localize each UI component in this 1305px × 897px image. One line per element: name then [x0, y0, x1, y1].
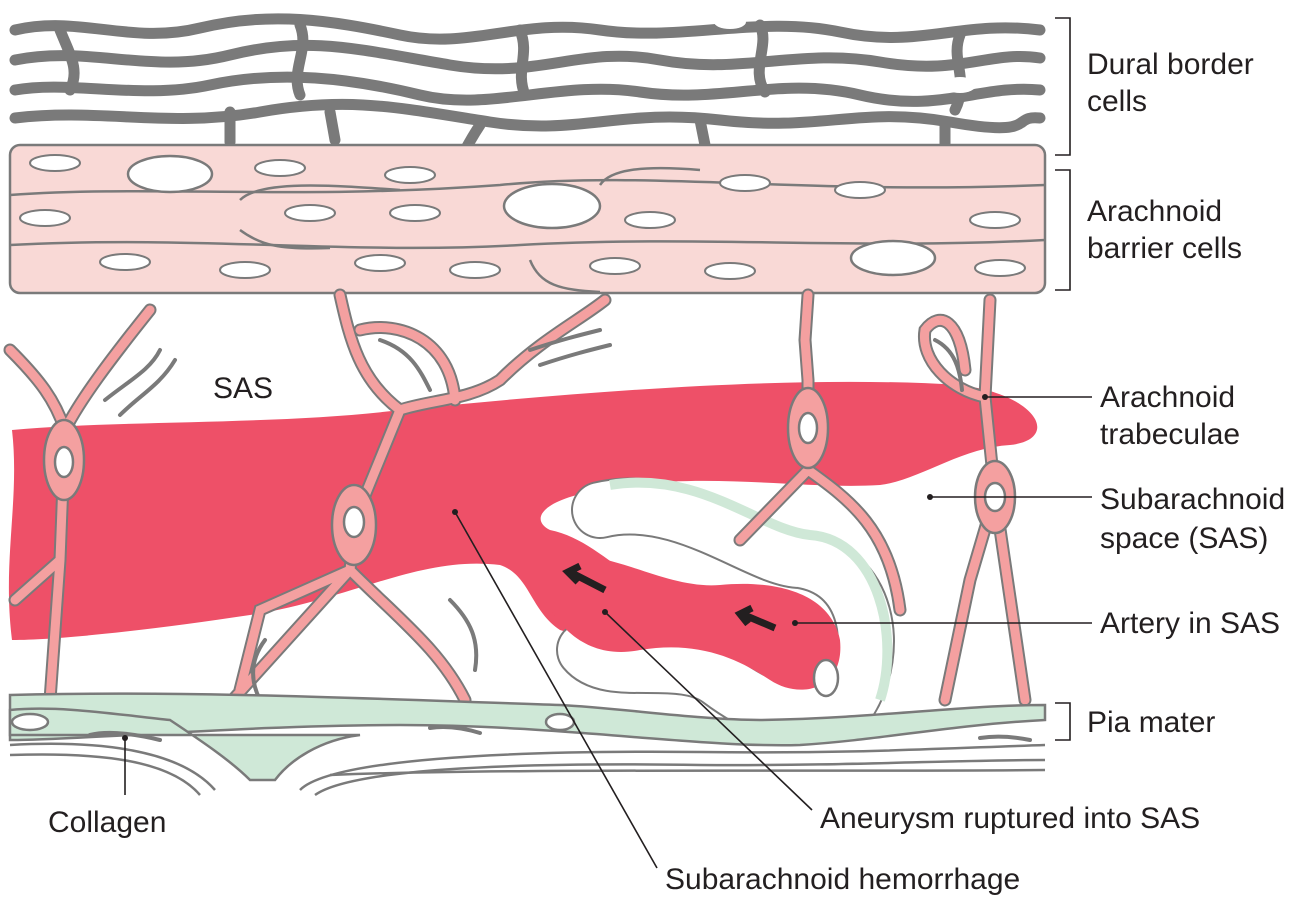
label-sas: SAS [213, 372, 273, 405]
leader-lines [122, 394, 1092, 869]
label-pia: Pia mater [1087, 706, 1215, 739]
arachnoid-bracket [1055, 169, 1071, 291]
label-dural-border-1: Dural border [1087, 48, 1254, 81]
label-hemorrhage: Subarachnoid hemorrhage [665, 863, 1020, 896]
dural-bracket [1055, 17, 1071, 156]
label-trabeculae-1: Arachnoid [1100, 381, 1235, 414]
label-subarachnoid-2: space (SAS) [1100, 522, 1268, 555]
label-subarachnoid-1: Subarachnoid [1100, 483, 1285, 516]
label-trabeculae-2: trabeculae [1100, 418, 1240, 451]
label-collagen: Collagen [48, 806, 166, 839]
artery [545, 477, 895, 744]
label-dural-border-2: cells [1087, 85, 1147, 118]
arachnoid-trabeculae [3, 288, 1032, 732]
mitochondria [19, 154, 1026, 280]
arachnoid-barrier-cells [8, 143, 1047, 295]
pia-bracket [1055, 702, 1071, 741]
label-aneurysm: Aneurysm ruptured into SAS [820, 802, 1200, 835]
dural-border-cells [9, 13, 1046, 166]
label-artery: Artery in SAS [1100, 607, 1280, 640]
pia-mater [8, 692, 1047, 797]
label-arachnoid-barrier-1: Arachnoid [1087, 195, 1222, 228]
label-arachnoid-barrier-2: barrier cells [1087, 232, 1242, 265]
